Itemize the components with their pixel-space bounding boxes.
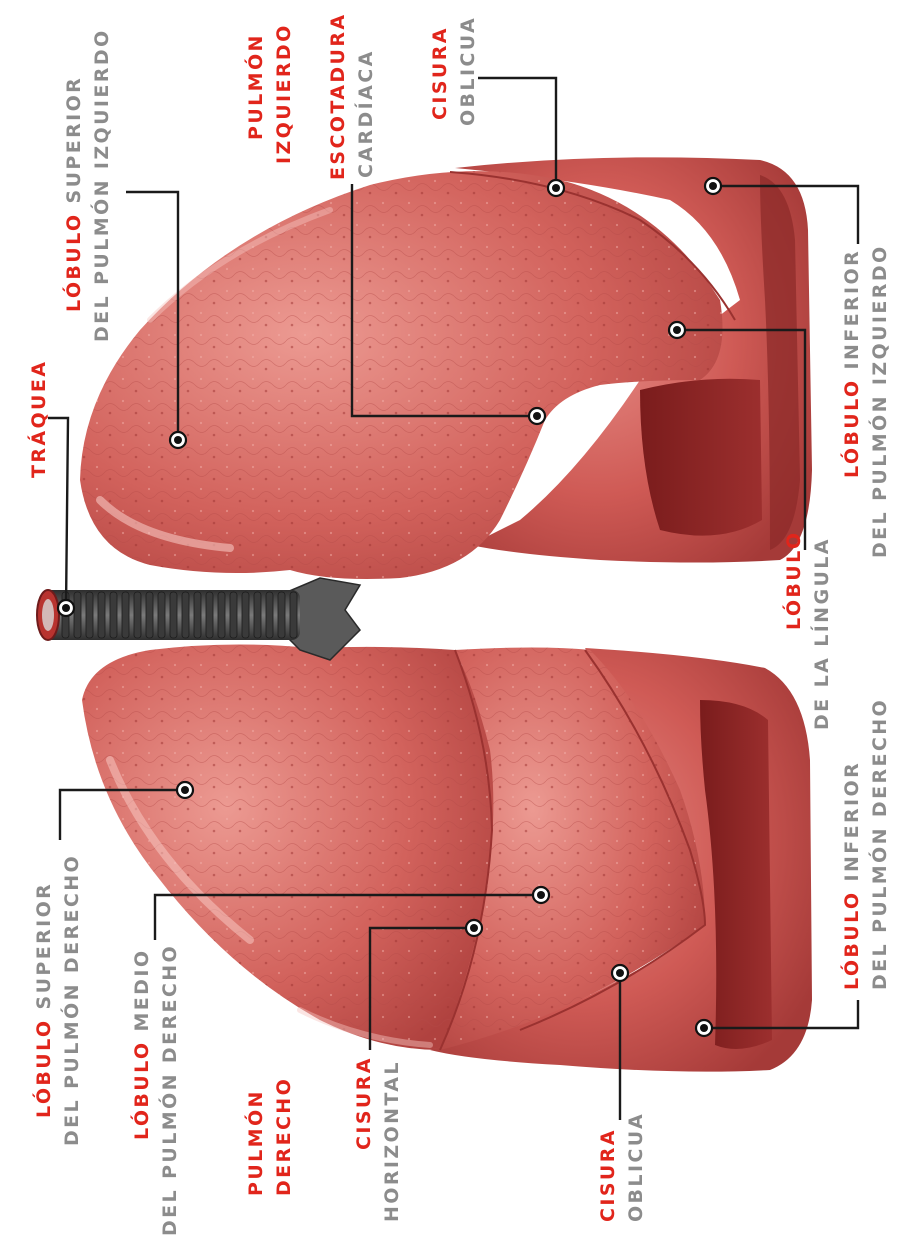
label-lobulo-medio-der: LÓBULO MEDIO [129, 949, 153, 1140]
label-lobulo-inferior-der-rest: INFERIOR [841, 761, 863, 891]
label-lobulo-inferior-izq-line2: DEL PULMÓN IZQUIERDO [867, 244, 891, 558]
trachea-ring [218, 592, 225, 638]
trachea-ring [86, 592, 93, 638]
label-cisura-oblicua-izq: CISURA [429, 26, 451, 120]
left-lung [80, 157, 812, 579]
label-lobulo-medio-der-rest: MEDIO [131, 949, 153, 1041]
marker-cisura-oblicua-izq [548, 180, 564, 196]
marker-escotadura [529, 408, 545, 424]
label-lobulo-superior-der-rest: SUPERIOR [33, 882, 55, 1019]
label-lobulo-superior-der: LÓBULO SUPERIOR [31, 882, 55, 1118]
label-lobulo-superior-der-line2: DEL PULMÓN DERECHO [59, 854, 83, 1146]
label-cisura-horizontal-line2: HORIZONTAL [381, 1060, 403, 1222]
label-escotadura-line2: CARDÍACA [354, 49, 377, 178]
trachea-ring [98, 592, 105, 638]
label-pulmon-izq-line1: PULMÓN [243, 33, 267, 140]
label-lobulo-superior-izq-line2: DEL PULMÓN IZQUIERDO [89, 28, 113, 342]
label-cisura-oblicua-izq-line2: OBLICUA [457, 16, 479, 126]
marker-lingula [669, 322, 685, 338]
trachea-ring [134, 592, 141, 638]
label-lobulo-inferior-izq-key: LÓBULO [839, 379, 863, 478]
trachea-ring [266, 592, 273, 638]
label-traquea: TRÁQUEA [27, 360, 50, 478]
marker-traquea [58, 600, 74, 616]
trachea-ring [182, 592, 189, 638]
trachea-ring [254, 592, 261, 638]
leader-traquea [48, 418, 68, 608]
label-pulmon-izq-line2: IZQUIERDO [273, 23, 295, 164]
marker-lobulo-superior-izq [170, 432, 186, 448]
label-lobulo-superior-izq: LÓBULO SUPERIOR [61, 76, 85, 312]
marker-lobulo-superior-der [177, 782, 193, 798]
label-lobulo-superior-izq-key: LÓBULO [61, 213, 85, 312]
marker-lobulo-inferior-der [696, 1020, 712, 1036]
trachea-ring [146, 592, 153, 638]
marker-lobulo-inferior-izq [705, 178, 721, 194]
label-lobulo-inferior-der-line2: DEL PULMÓN DERECHO [867, 698, 891, 990]
label-pulmon-der-line1: PULMÓN [243, 1089, 267, 1196]
label-lobulo-inferior-izq: LÓBULO INFERIOR [839, 249, 863, 478]
trachea-ring [278, 592, 285, 638]
label-lingula-line2: DE LA LÍNGULA [810, 537, 833, 730]
marker-lobulo-medio-der [533, 887, 549, 903]
trachea-ring [74, 592, 81, 638]
trachea-ring [170, 592, 177, 638]
left-lung-cardiac-recess [640, 379, 762, 536]
right-lung [82, 644, 812, 1071]
marker-cisura-horizontal [466, 920, 482, 936]
label-cisura-oblicua-der-line2: OBLICUA [625, 1112, 647, 1222]
label-lobulo-inferior-der: LÓBULO INFERIOR [839, 761, 863, 990]
marker-cisura-oblicua-der [612, 965, 628, 981]
trachea-ring [242, 592, 249, 638]
label-escotadura: ESCOTADURA [327, 13, 349, 180]
label-lobulo-superior-izq-rest: SUPERIOR [63, 76, 85, 213]
trachea-ring [194, 592, 201, 638]
trachea-ring [122, 592, 129, 638]
trachea-ring [290, 592, 297, 638]
label-lingula: LÓBULO [781, 531, 805, 630]
trachea-ring [158, 592, 165, 638]
label-pulmon-der-line2: DERECHO [273, 1077, 295, 1196]
label-cisura-horizontal: CISURA [353, 1056, 375, 1150]
label-lobulo-medio-der-line2: DEL PULMÓN DERECHO [157, 944, 181, 1236]
trachea-ring [206, 592, 213, 638]
label-lobulo-medio-der-key: LÓBULO [129, 1041, 153, 1140]
label-lobulo-inferior-izq-rest: INFERIOR [841, 249, 863, 379]
label-lobulo-inferior-der-key: LÓBULO [839, 891, 863, 990]
label-cisura-oblicua-der: CISURA [597, 1128, 619, 1222]
trachea-ring [230, 592, 237, 638]
label-lobulo-superior-der-key: LÓBULO [31, 1019, 55, 1118]
trachea-ring [110, 592, 117, 638]
